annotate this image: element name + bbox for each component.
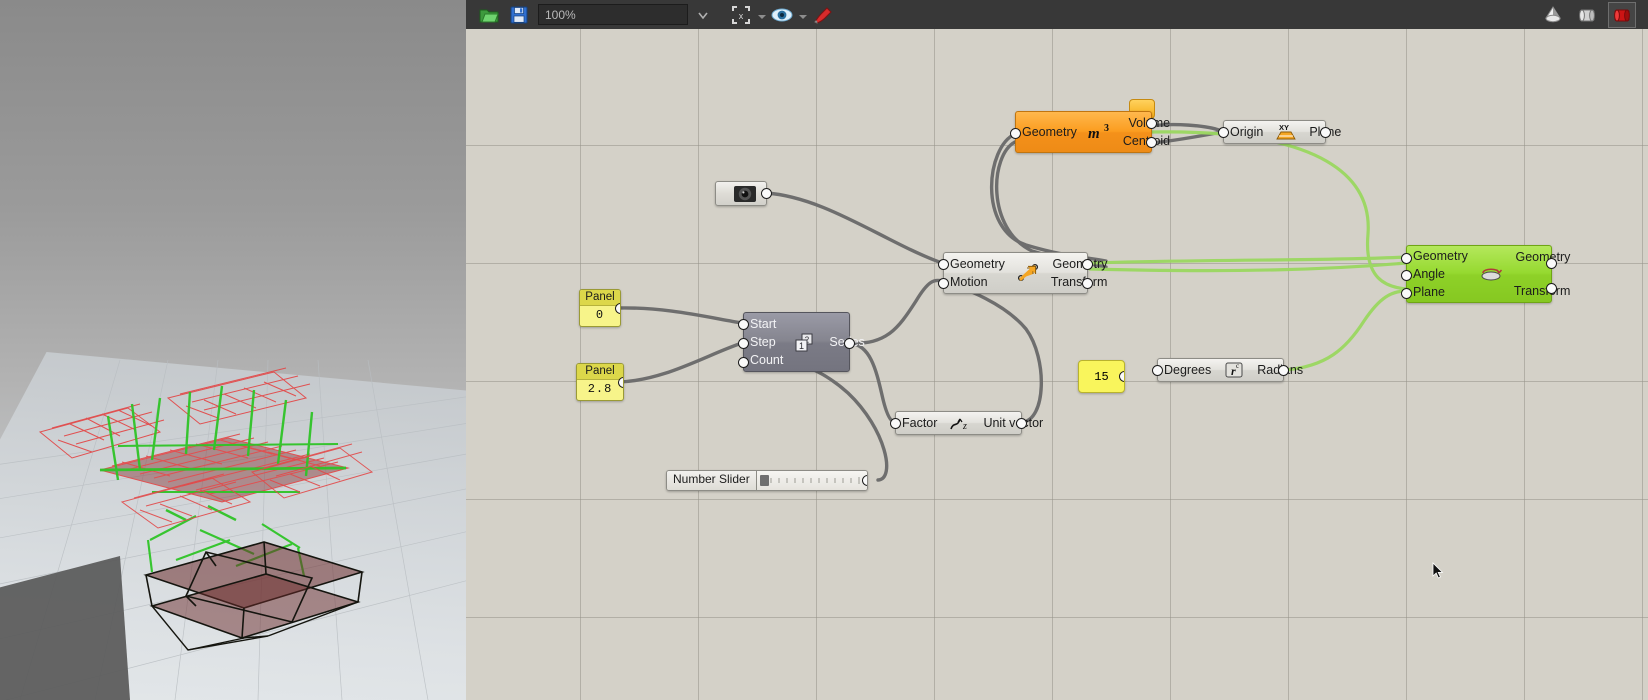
port-pipeline-out[interactable] (761, 188, 772, 199)
node-rotate[interactable]: Geometry Angle Plane Geometry Transform (1401, 245, 1570, 303)
rotate-output-transform[interactable]: Transform (1513, 284, 1571, 298)
rotate-input-geometry[interactable]: Geometry (1413, 249, 1468, 263)
port-series-step-in[interactable] (738, 338, 749, 349)
move-arrow-icon (1011, 253, 1045, 293)
series-input-start[interactable]: Start (750, 317, 777, 331)
port-unitvector-out[interactable] (1016, 418, 1027, 429)
port-series-start-in[interactable] (738, 319, 749, 330)
port-move-geometry-out[interactable] (1082, 259, 1093, 270)
zoom-dropdown-arrow[interactable] (690, 3, 716, 27)
svg-text:r: r (1231, 364, 1236, 378)
port-xyplane-origin-in[interactable] (1218, 127, 1229, 138)
zoom-level-value: 100% (545, 7, 576, 22)
panel-degrees-value: 15 (1094, 369, 1109, 384)
svg-text:XY: XY (1279, 123, 1289, 132)
node-geometry-pipeline[interactable] (715, 181, 772, 206)
series-icon: 2 1 (789, 313, 823, 371)
port-move-geometry-in[interactable] (938, 259, 949, 270)
port-rotate-geometry-out[interactable] (1546, 258, 1557, 269)
rotate-input-angle[interactable]: Angle (1413, 267, 1445, 281)
node-unit-vector[interactable]: Factor z Unit vector (890, 411, 1043, 435)
panel-start[interactable]: Panel 0 (579, 289, 621, 327)
display-mode-group (1536, 1, 1648, 28)
unitvector-output-unitvector[interactable]: Unit vector (983, 416, 1044, 430)
port-xyplane-plane-out[interactable] (1320, 127, 1331, 138)
zoom-extents-icon[interactable]: x (728, 3, 754, 27)
node-move[interactable]: Geometry Motion Geometry Transform (938, 252, 1107, 294)
number-slider-track[interactable] (756, 471, 867, 490)
unit-z-icon: z (943, 412, 977, 434)
port-rotate-plane-in[interactable] (1401, 288, 1412, 299)
ghosted-cylinder-icon[interactable] (1574, 3, 1600, 27)
port-series-out[interactable] (844, 338, 855, 349)
zoom-level-combobox[interactable]: 100% (538, 4, 688, 25)
number-slider-label: Number Slider (667, 471, 757, 490)
radians-input-degrees[interactable]: Degrees (1164, 363, 1212, 377)
port-radians-degrees-in[interactable] (1152, 365, 1163, 376)
svg-text:m: m (1088, 126, 1100, 142)
series-input-count[interactable]: Count (750, 353, 784, 367)
port-volume-centroid-out[interactable] (1146, 137, 1157, 148)
port-rotate-transform-out[interactable] (1546, 283, 1557, 294)
move-input-motion[interactable]: Motion (950, 275, 988, 289)
svg-text:x: x (739, 11, 744, 21)
rotate-output-geometry[interactable]: Geometry (1515, 250, 1571, 264)
geometry-pipeline-icon (716, 185, 774, 203)
svg-text:1: 1 (799, 341, 804, 351)
panel-start-header: Panel (580, 290, 620, 306)
save-file-icon[interactable] (506, 3, 532, 27)
move-input-geometry[interactable]: Geometry (950, 257, 1005, 271)
number-slider[interactable]: Number Slider (666, 470, 868, 491)
xy-plane-icon: XY (1269, 121, 1303, 143)
port-radians-out[interactable] (1278, 365, 1289, 376)
canvas-toolbar: 100% x (466, 0, 1648, 30)
port-move-transform-out[interactable] (1082, 278, 1093, 289)
zoom-extents-dropdown[interactable] (756, 5, 767, 25)
node-xy-plane[interactable]: Origin XY Plane (1218, 120, 1341, 144)
panel-start-value[interactable]: 0 (595, 308, 605, 322)
series-input-step[interactable]: Step (750, 335, 776, 349)
number-slider-knob[interactable] (759, 475, 769, 486)
port-volume-volume-out[interactable] (1146, 118, 1157, 129)
m3-icon: m 3 (1083, 112, 1117, 152)
move-output-geometry[interactable]: Geometry (1052, 257, 1108, 271)
grasshopper-canvas[interactable]: Geometry m 3 Volume Centroid (466, 29, 1648, 700)
paint-tool-icon[interactable] (810, 3, 836, 27)
port-number-slider-out[interactable] (861, 475, 867, 486)
rhino-3d-viewport[interactable] (0, 0, 466, 700)
port-rotate-angle-in[interactable] (1401, 270, 1412, 281)
mouse-cursor (1432, 562, 1444, 579)
preview-eye-icon[interactable] (769, 3, 795, 27)
shaded-cone-icon[interactable] (1540, 3, 1566, 27)
rendered-cylinder-icon[interactable] (1608, 1, 1636, 28)
open-file-icon[interactable] (476, 3, 502, 27)
panel-degrees[interactable]: 15 (1078, 360, 1125, 393)
rotate-input-plane[interactable]: Plane (1413, 285, 1445, 299)
port-volume-geometry-in[interactable] (1010, 128, 1021, 139)
volume-input-geometry[interactable]: Geometry (1022, 125, 1077, 139)
preview-dropdown[interactable] (797, 5, 808, 25)
radians-icon: r c (1217, 359, 1251, 381)
port-rotate-geometry-in[interactable] (1401, 253, 1412, 264)
port-panel-step-out[interactable] (618, 377, 623, 388)
svg-text:c: c (1236, 362, 1239, 370)
svg-text:3: 3 (1104, 123, 1109, 134)
panel-step[interactable]: Panel 2.8 (576, 363, 624, 401)
viewport-geometry (0, 359, 466, 700)
rotate-icon (1474, 246, 1508, 302)
panel-step-header: Panel (577, 364, 623, 380)
node-radians[interactable]: Degrees r c Radians (1152, 358, 1303, 382)
node-volume[interactable]: Geometry m 3 Volume Centroid (1010, 111, 1170, 153)
unitvector-input-factor[interactable]: Factor (902, 416, 938, 430)
port-series-count-in[interactable] (738, 357, 749, 368)
node-series[interactable]: Start Step Count 2 1 Series (738, 312, 865, 372)
panel-step-value[interactable]: 2.8 (587, 382, 613, 396)
xyplane-input-origin[interactable]: Origin (1230, 125, 1264, 139)
port-move-motion-in[interactable] (938, 278, 949, 289)
move-output-transform[interactable]: Transform (1050, 275, 1108, 289)
port-unitvector-factor-in[interactable] (890, 418, 901, 429)
port-panel-start-out[interactable] (615, 303, 620, 314)
port-panel-degrees-out[interactable] (1119, 371, 1124, 382)
svg-text:z: z (962, 421, 967, 432)
